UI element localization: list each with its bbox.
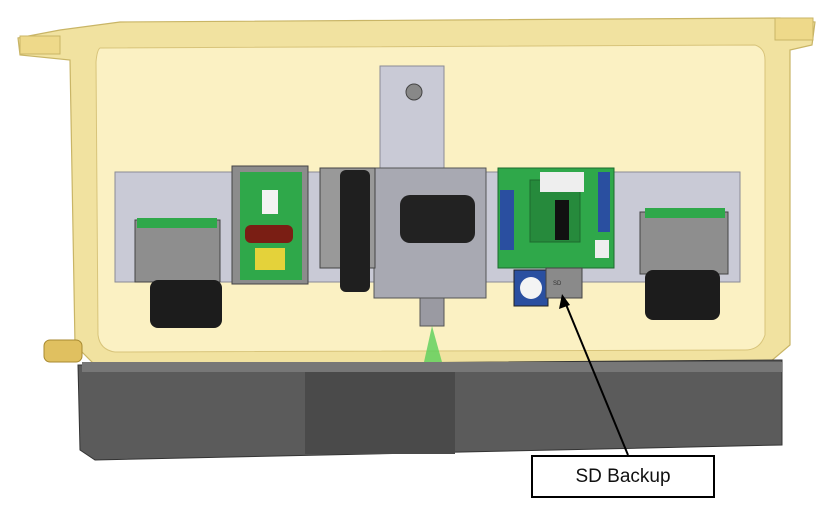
fan bbox=[319, 167, 376, 292]
power-pcb bbox=[231, 165, 309, 285]
sd-card-slot bbox=[545, 267, 583, 299]
callout-arrow bbox=[559, 294, 629, 456]
left-camera bbox=[134, 218, 222, 328]
connector-port bbox=[43, 339, 83, 363]
sd-marking: SD bbox=[553, 281, 562, 287]
controller-pcb: SD bbox=[497, 167, 615, 307]
callout-label: SD Backup bbox=[575, 465, 671, 487]
laser-beam bbox=[424, 326, 442, 362]
right-camera bbox=[639, 208, 729, 320]
sd-backup-callout: SD Backup bbox=[531, 455, 715, 498]
base-housing bbox=[77, 359, 783, 461]
